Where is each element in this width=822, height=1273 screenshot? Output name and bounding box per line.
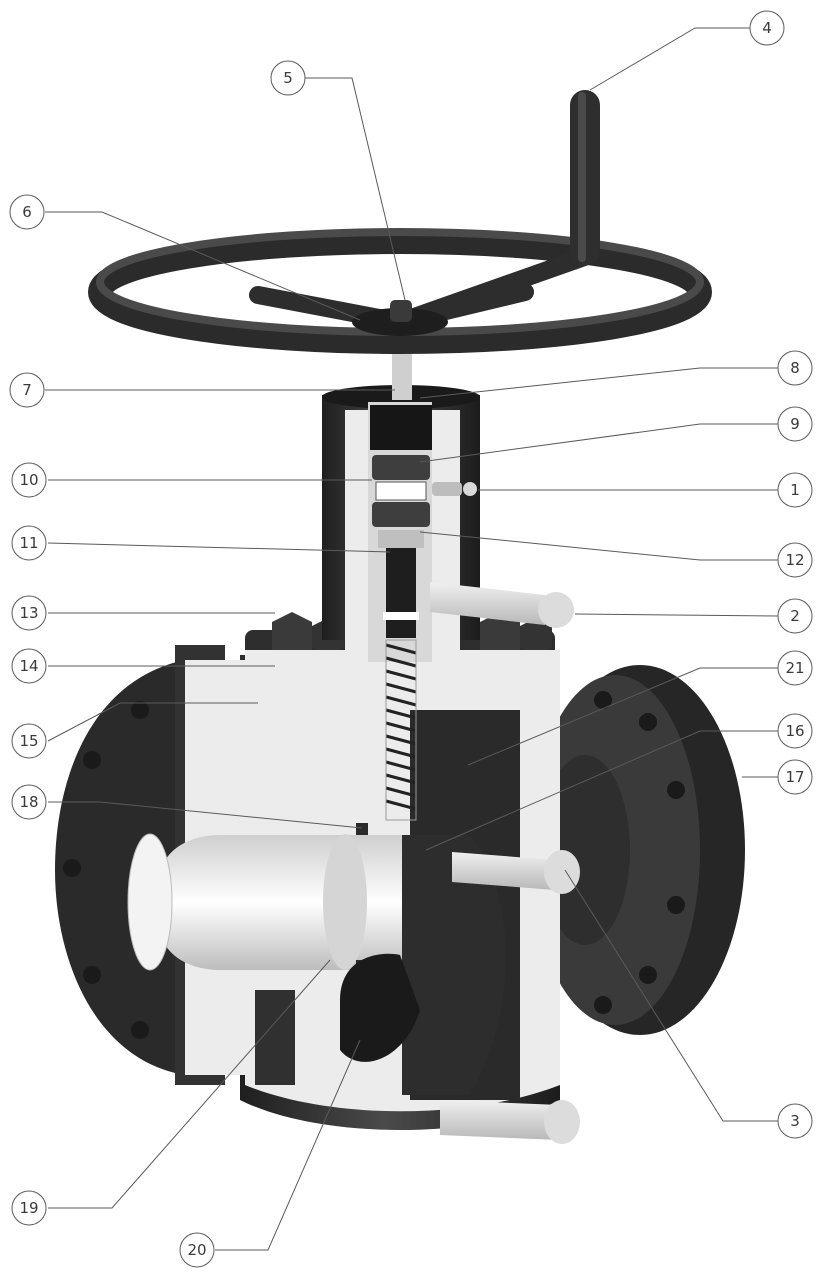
seat-retainer-stud	[452, 850, 580, 894]
callout-20: 20	[179, 1232, 215, 1268]
callout-circle	[777, 1103, 813, 1139]
callout-circle	[9, 372, 45, 408]
callout-number: 6	[22, 203, 32, 221]
callout-13: 13	[11, 595, 47, 631]
gate	[340, 835, 506, 1095]
callout-7: 7	[9, 372, 45, 408]
callout-circle	[777, 542, 813, 578]
callouts	[45, 27, 792, 1251]
callout-number: 15	[19, 732, 38, 750]
callout-circle	[777, 472, 813, 508]
spinner-handle	[570, 90, 600, 265]
callout-number: 11	[19, 534, 38, 552]
callout-number: 12	[785, 551, 804, 569]
stem-bearing-stack	[370, 405, 432, 548]
callout-number: 7	[22, 381, 32, 399]
callout-circle	[777, 598, 813, 634]
handwheel	[88, 228, 712, 354]
callout-5: 5	[270, 60, 306, 96]
callout-circle	[777, 713, 813, 749]
callout-circle	[777, 650, 813, 686]
callout-number: 14	[19, 657, 38, 675]
bonnet-nut-right-b	[520, 618, 552, 656]
grease-fitting	[432, 482, 477, 496]
bottom-stud	[440, 1100, 580, 1144]
callout-number: 5	[283, 69, 293, 87]
right-flange	[530, 665, 745, 1035]
callout-circle	[11, 595, 47, 631]
callout-number: 17	[785, 768, 804, 786]
callout-number: 3	[790, 1112, 800, 1130]
callout-number: 4	[762, 19, 772, 37]
callout-1: 1	[777, 472, 813, 508]
callout-circle	[777, 759, 813, 795]
callout-circle	[179, 1232, 215, 1268]
callout-number: 1	[790, 481, 800, 499]
callout-circle	[11, 525, 47, 561]
test-port-stud	[430, 582, 574, 628]
callout-17: 17	[777, 759, 813, 795]
bonnet-nut-left-a	[272, 612, 312, 660]
callout-9: 9	[777, 406, 813, 442]
callout-3: 3	[777, 1103, 813, 1139]
callout-circle	[11, 462, 47, 498]
callout-circle	[11, 648, 47, 684]
callout-19: 19	[11, 1190, 47, 1226]
callout-circle	[749, 10, 785, 46]
callout-circle	[270, 60, 306, 96]
callout-6: 6	[9, 194, 45, 230]
callout-circle	[777, 350, 813, 386]
callout-21: 21	[777, 650, 813, 686]
callout-14: 14	[11, 648, 47, 684]
callout-circle	[11, 784, 47, 820]
callout-number: 9	[790, 415, 800, 433]
callout-circle	[11, 1190, 47, 1226]
callout-number: 2	[790, 607, 800, 625]
callout-8: 8	[777, 350, 813, 386]
callout-15: 15	[11, 723, 47, 759]
bore	[127, 833, 410, 971]
callout-11: 11	[11, 525, 47, 561]
callout-number: 21	[785, 659, 804, 677]
callout-number: 13	[19, 604, 38, 622]
callout-10: 10	[11, 462, 47, 498]
callout-number: 18	[19, 793, 38, 811]
valve-illustration	[55, 90, 745, 1144]
callout-circle	[777, 406, 813, 442]
callout-16: 16	[777, 713, 813, 749]
callout-18: 18	[11, 784, 47, 820]
callout-2: 2	[777, 598, 813, 634]
stem-thread	[385, 643, 417, 811]
callout-number: 10	[19, 471, 38, 489]
callout-12: 12	[777, 542, 813, 578]
stem	[383, 548, 419, 821]
callout-circle	[9, 194, 45, 230]
bonnet-nut-right-a	[480, 612, 520, 660]
callout-4: 4	[749, 10, 785, 46]
callout-number: 20	[187, 1241, 206, 1259]
callout-number: 19	[19, 1199, 38, 1217]
callout-circle	[11, 723, 47, 759]
callout-number: 16	[785, 722, 804, 740]
callout-number: 8	[790, 359, 800, 377]
upper-stem	[392, 345, 412, 400]
